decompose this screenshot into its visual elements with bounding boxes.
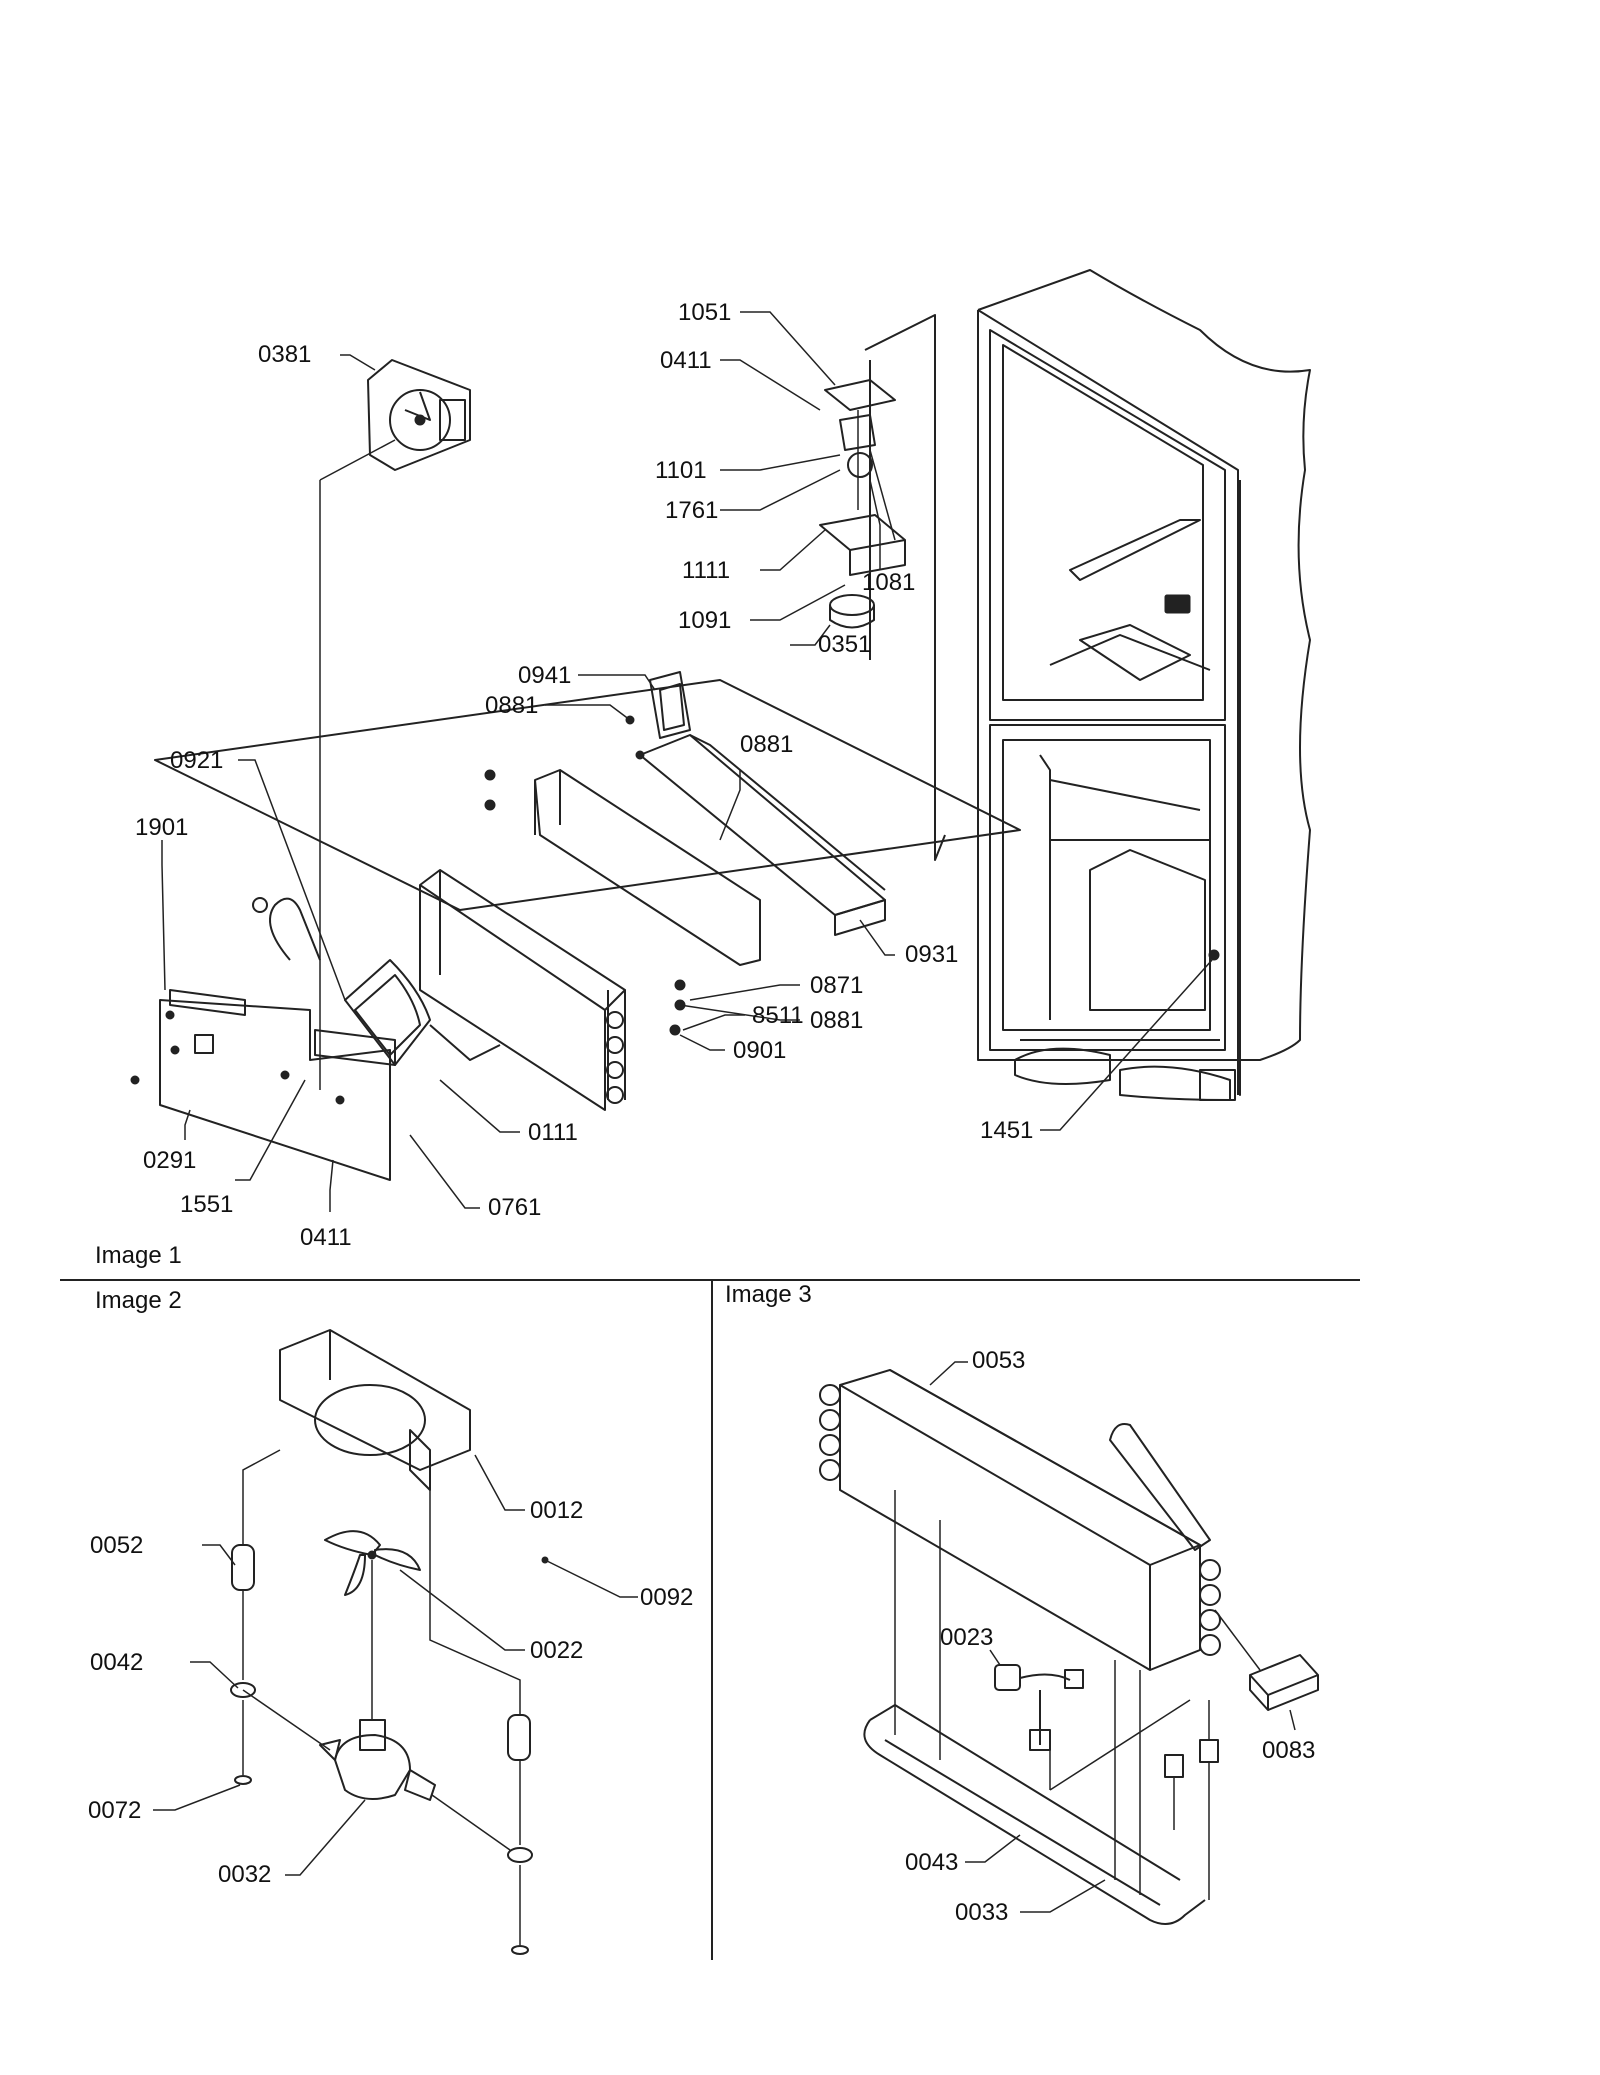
- callout-0921: 0921: [170, 747, 223, 774]
- callout-0881: 0881: [485, 692, 538, 719]
- callout-8511: 8511: [752, 1002, 804, 1029]
- defrost-heater: [252, 897, 501, 1066]
- callout-0072: 0072: [88, 1797, 141, 1824]
- callout-0092: 0092: [640, 1584, 693, 1611]
- fan-shroud-bracket: [279, 1329, 471, 1491]
- callout-0351: 0351: [818, 631, 871, 658]
- callout-0411: 0411: [300, 1224, 352, 1251]
- callout-1451: 1451: [980, 1117, 1033, 1144]
- callout-0023: 0023: [940, 1624, 993, 1651]
- callout-0761: 0761: [488, 1194, 541, 1221]
- cover-bracket: [649, 671, 691, 739]
- air-duct: [639, 734, 886, 936]
- fan-motor: [319, 1719, 436, 1801]
- leader-lines-image1: [161, 311, 1213, 1212]
- callout-0111: 0111: [528, 1119, 578, 1146]
- callout-1081: 1081: [862, 569, 915, 596]
- callout-0901: 0901: [733, 1037, 786, 1064]
- bimetal-sensor: [1214, 1609, 1319, 1711]
- evaporator-housing: [534, 769, 761, 966]
- leader-lines-image3: [929, 1361, 1296, 1913]
- heater-loop: [863, 1490, 1206, 1925]
- callout-1111: 1111: [682, 557, 730, 584]
- section-title-image2: Image 2: [95, 1287, 182, 1314]
- back-panel: [864, 314, 946, 861]
- callout-1761: 1761: [665, 497, 718, 524]
- callout-0012: 0012: [530, 1497, 583, 1524]
- screws: [484, 715, 686, 1036]
- terminals: [1049, 1699, 1219, 1900]
- callout-0032: 0032: [218, 1861, 271, 1888]
- section-title-image1: Image 1: [95, 1242, 182, 1269]
- evaporator-fan-assembly: [319, 359, 471, 1090]
- callout-0043: 0043: [905, 1849, 958, 1876]
- callout-1901: 1901: [135, 814, 188, 841]
- callout-0411: 0411: [660, 347, 712, 374]
- callout-0291: 0291: [143, 1147, 196, 1174]
- evaporator-cover: [154, 679, 1021, 911]
- callout-0931: 0931: [905, 941, 958, 968]
- callout-0033: 0033: [955, 1899, 1008, 1926]
- callout-0022: 0022: [530, 1637, 583, 1664]
- image2-group: Image 2: [88, 1287, 693, 1955]
- callout-0881: 0881: [810, 1007, 863, 1034]
- callout-0871: 0871: [810, 972, 863, 999]
- callout-0052: 0052: [90, 1532, 143, 1559]
- callout-1091: 1091: [678, 607, 731, 634]
- fan-blade: [324, 1530, 421, 1596]
- image1-group: 1051 0411 1101 1761 1111 1081 1091 0351 …: [95, 269, 1311, 1269]
- evaporator: [819, 1369, 1221, 1671]
- section-title-image3: Image 3: [725, 1281, 812, 1308]
- callout-0083: 0083: [1262, 1737, 1315, 1764]
- rear-panel: [130, 989, 396, 1181]
- image3-group: Image 3: [725, 1281, 1319, 1926]
- callout-0381: 0381: [258, 341, 311, 368]
- callout-1101: 1101: [655, 457, 707, 484]
- callout-1051: 1051: [678, 299, 731, 326]
- callout-0042: 0042: [90, 1649, 143, 1676]
- callout-0941: 0941: [518, 662, 571, 689]
- leader-lines-image2: [153, 1449, 638, 1876]
- defrost-thermostat: [994, 1664, 1084, 1751]
- section-dividers: [60, 1279, 1360, 1960]
- refrigerator-cabinet: [977, 269, 1311, 1101]
- callout-1551: 1551: [180, 1191, 233, 1218]
- callout-0053: 0053: [972, 1347, 1025, 1374]
- control-assembly: [819, 379, 906, 629]
- callout-0881: 0881: [740, 731, 793, 758]
- evaporator-coil: [419, 869, 626, 1111]
